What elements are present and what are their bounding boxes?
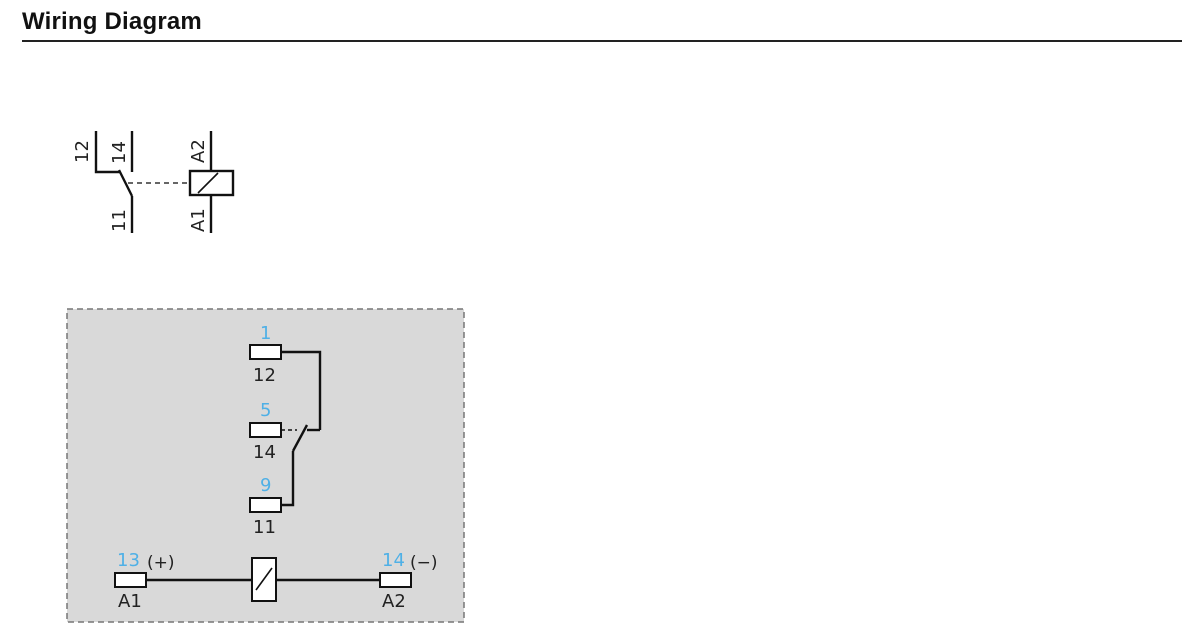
terminal-11-label: 11 bbox=[253, 517, 276, 538]
socket-switch-blade bbox=[291, 424, 309, 452]
terminal-12-box bbox=[249, 344, 282, 360]
schematic-label-a1: A1 bbox=[188, 208, 209, 232]
schematic-label-12: 12 bbox=[72, 140, 93, 163]
polarity-plus-label: (+) bbox=[147, 553, 175, 573]
title-underline bbox=[22, 40, 1182, 42]
terminal-a2-label: A2 bbox=[382, 591, 406, 612]
common-wire bbox=[281, 451, 295, 507]
pin-9-label: 9 bbox=[260, 475, 271, 496]
terminal-14-label: 14 bbox=[253, 442, 276, 463]
terminal-11-box bbox=[249, 497, 282, 513]
pin-5-label: 5 bbox=[260, 400, 271, 421]
polarity-minus-label: (−) bbox=[410, 553, 438, 573]
pin-14-label: 14 bbox=[382, 550, 405, 571]
pin-13-label: 13 bbox=[117, 550, 140, 571]
relay-schematic-symbol: 12 14 11 A2 A1 bbox=[72, 131, 235, 233]
nc-contact-line bbox=[94, 131, 120, 174]
terminal-a2-box bbox=[379, 572, 412, 588]
pin-1-label: 1 bbox=[260, 323, 271, 344]
coil-diagonal bbox=[197, 172, 219, 194]
coil-symbol bbox=[188, 169, 235, 197]
schematic-label-a2: A2 bbox=[188, 139, 209, 163]
socket-coil-diagonal bbox=[255, 567, 273, 591]
schematic-label-14: 14 bbox=[109, 141, 130, 164]
page-title: Wiring Diagram bbox=[22, 8, 202, 35]
nc-wire bbox=[281, 350, 322, 430]
terminal-a1-label: A1 bbox=[118, 591, 142, 612]
terminal-12-label: 12 bbox=[253, 365, 276, 386]
switch-blade bbox=[117, 169, 134, 197]
socket-panel: 1 12 5 14 9 11 13 (+) A1 14 (−) A2 bbox=[66, 308, 465, 623]
schematic-label-11: 11 bbox=[109, 209, 130, 232]
terminal-14-box bbox=[249, 422, 282, 438]
terminal-a1-box bbox=[114, 572, 147, 588]
